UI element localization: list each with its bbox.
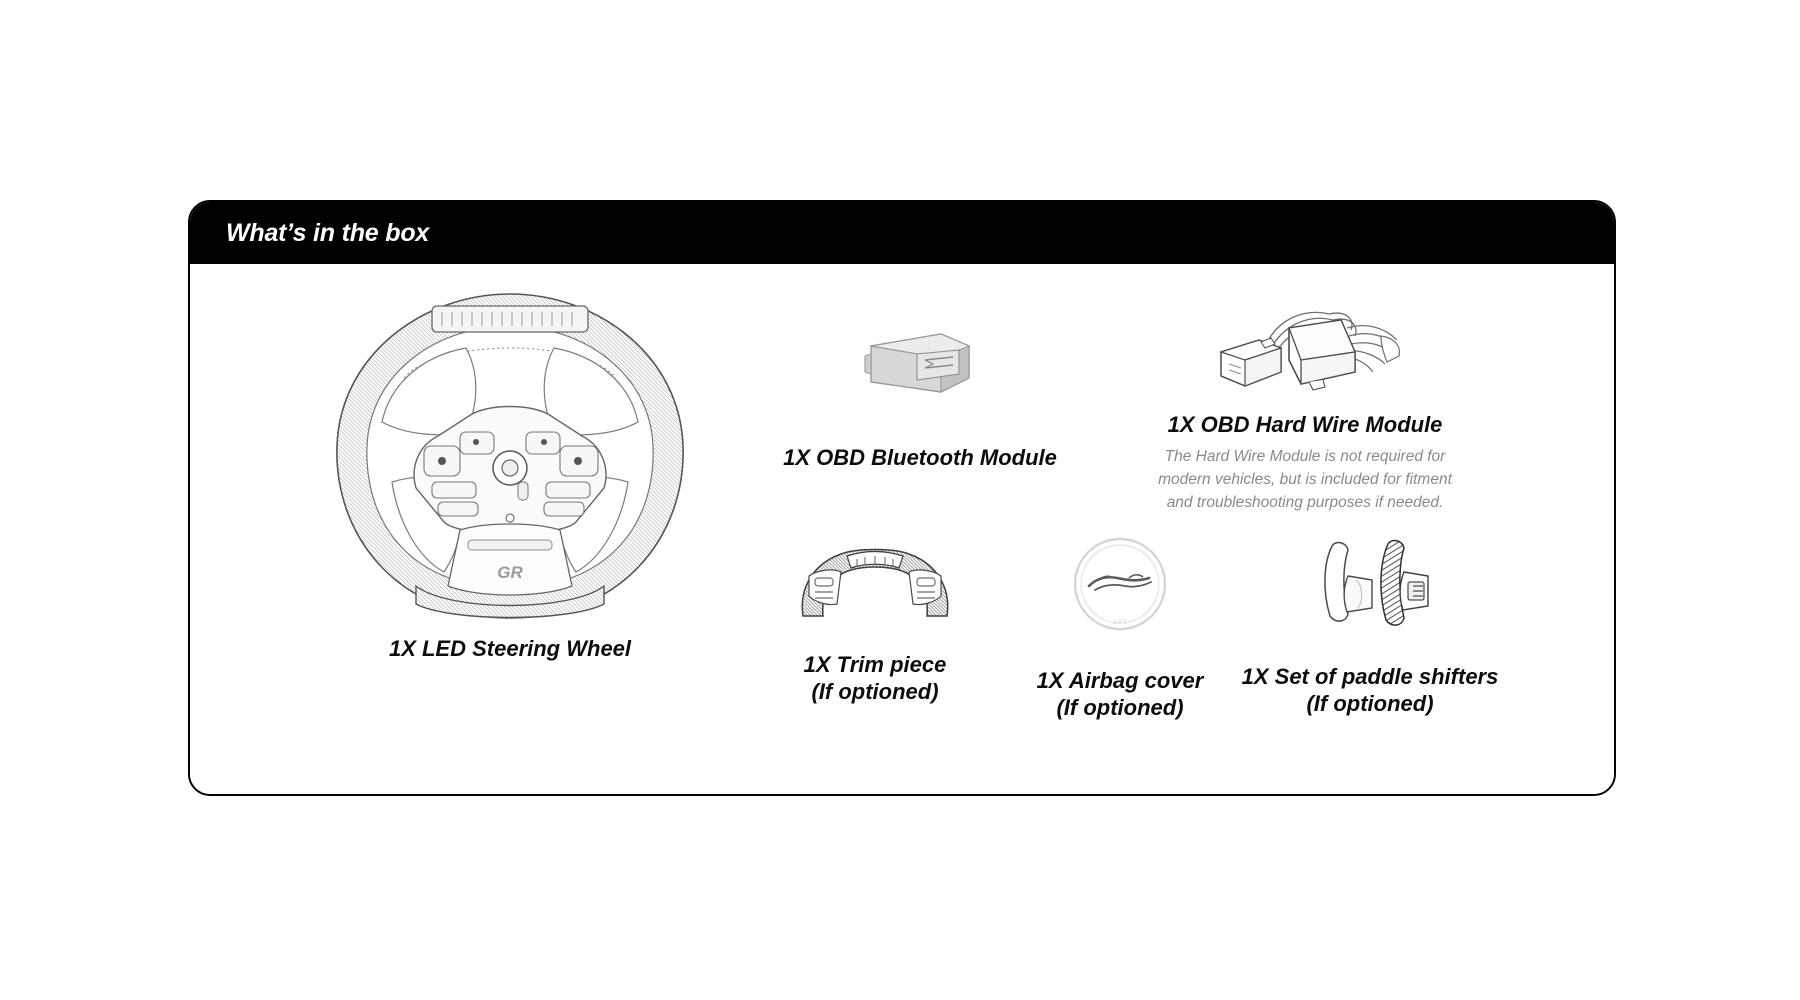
airbag-emblem (1087, 574, 1152, 591)
svg-text:SRS: SRS (1113, 619, 1128, 626)
page-title: What’s in the box (226, 218, 430, 247)
card-body: GR 1X LED Steering Wheel (190, 264, 1614, 794)
item-trim-piece[interactable]: 1X Trim piece (If optioned) (750, 542, 1000, 706)
item-label-obd-bluetooth-module: 1X OBD Bluetooth Module (783, 445, 1057, 470)
paddle-shifters-illustration (1310, 532, 1430, 636)
item-label-obd-hard-wire-module: 1X OBD Hard Wire Module (1167, 412, 1443, 437)
item-airbag-cover[interactable]: SRS 1X Airbag cover (If optioned) (980, 532, 1260, 722)
item-steering-wheel[interactable]: GR 1X LED Steering Wheel (300, 286, 720, 663)
item-label-trim-piece: 1X Trim piece (If optioned) (803, 652, 947, 704)
item-obd-hard-wire-module[interactable]: 1X OBD Hard Wire Module The Hard Wire Mo… (1090, 294, 1520, 515)
item-note-obd-hard-wire-module: The Hard Wire Module is not required for… (1158, 447, 1452, 512)
airbag-cover-illustration: SRS (1065, 532, 1175, 636)
item-label-paddle-shifters: 1X Set of paddle shifters (If optioned) (1241, 664, 1499, 716)
whats-in-the-box-card: What’s in the box (188, 200, 1616, 796)
item-label-airbag-cover: 1X Airbag cover (If optioned) (1036, 668, 1204, 720)
item-label-steering-wheel: 1X LED Steering Wheel (388, 636, 632, 661)
led-steering-wheel-illustration: GR (320, 286, 700, 626)
item-paddle-shifters[interactable]: 1X Set of paddle shifters (If optioned) (1220, 532, 1520, 718)
obd-bluetooth-module-illustration (855, 316, 985, 411)
item-obd-bluetooth-module[interactable]: 1X OBD Bluetooth Module (750, 316, 1090, 472)
trim-piece-illustration (795, 542, 955, 622)
wheel-emblem-text: GR (497, 563, 523, 582)
obd-hard-wire-module-illustration (1205, 294, 1405, 394)
card-header: What’s in the box (190, 202, 1614, 264)
